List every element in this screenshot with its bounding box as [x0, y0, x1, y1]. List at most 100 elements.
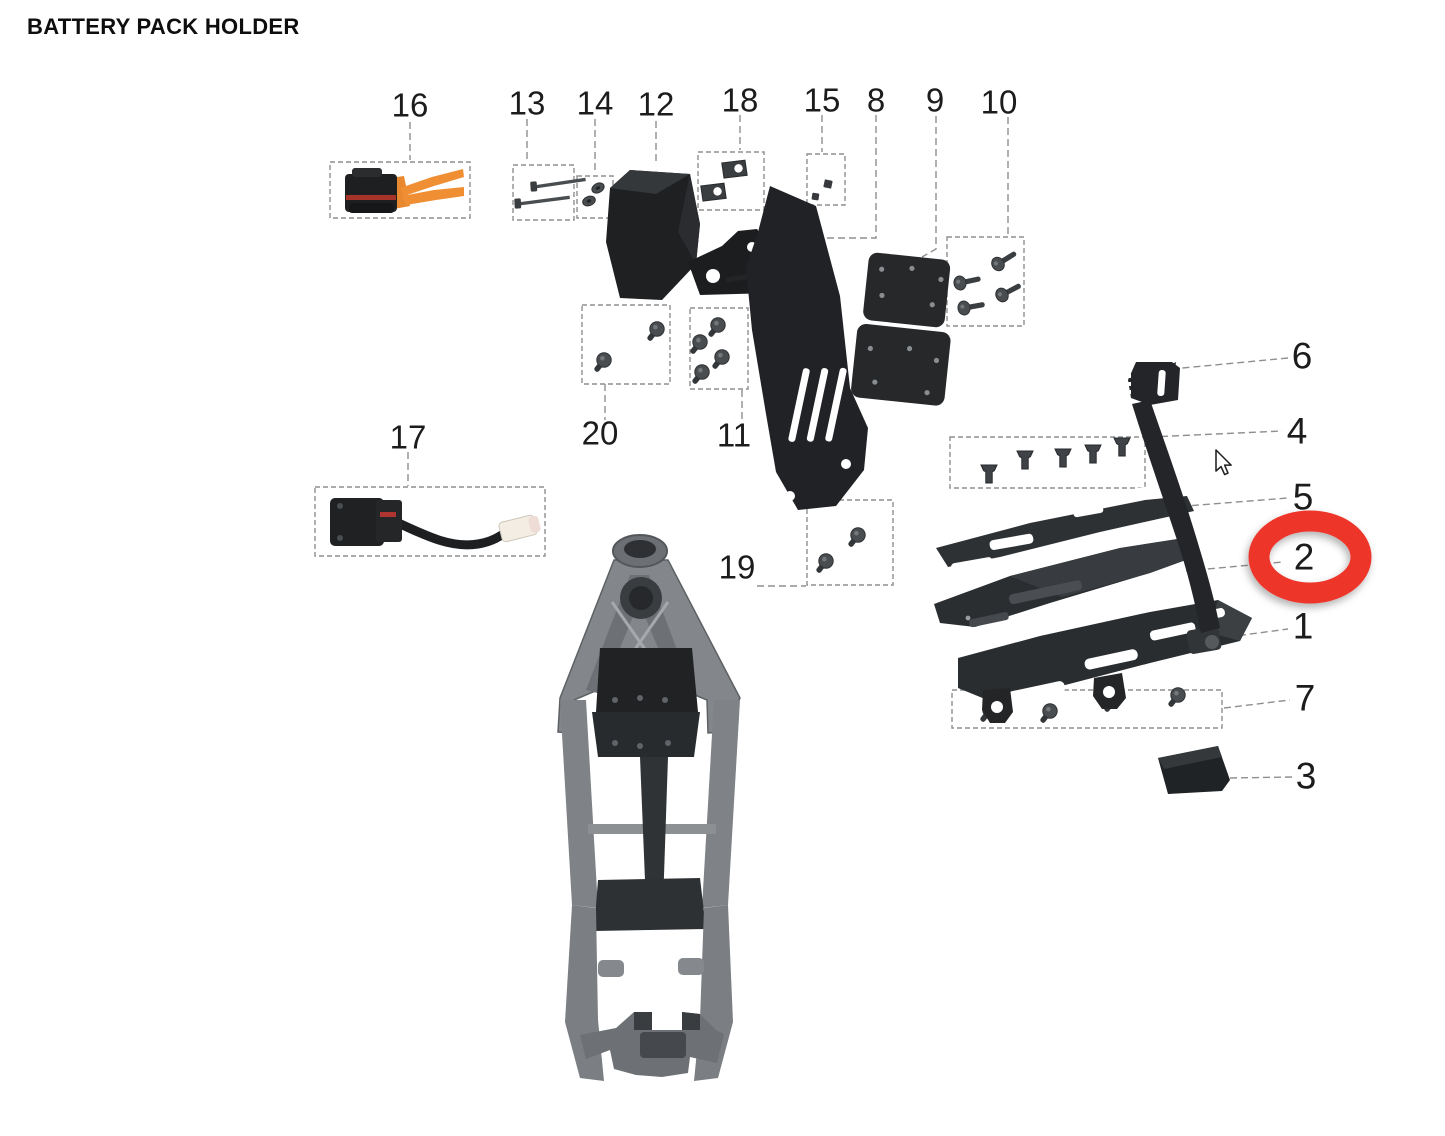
- plate-slots: [950, 484, 1161, 574]
- callout-2: 2: [1294, 537, 1315, 578]
- callout-13: 13: [509, 85, 546, 122]
- screw: [645, 321, 665, 343]
- part-6-retaining-strap: [1124, 362, 1220, 633]
- stub-left: [598, 960, 624, 977]
- callout-6: 6: [1292, 336, 1313, 377]
- part-12-control-box: [606, 170, 700, 300]
- bolt: [952, 271, 983, 292]
- square-nut: [811, 192, 820, 201]
- callout-10: 10: [981, 84, 1018, 121]
- tab-hole: [1103, 686, 1115, 698]
- connector-back: [376, 500, 402, 542]
- leader-7: [1223, 699, 1291, 709]
- white-plug: [498, 514, 541, 543]
- frame: [557, 534, 741, 1081]
- callout-17: 17: [390, 419, 427, 456]
- part-17-charge-lead: [330, 498, 541, 550]
- screw: [706, 317, 726, 339]
- center-strut: [640, 757, 668, 905]
- arm-hole: [706, 269, 720, 283]
- connector-base: [349, 203, 394, 213]
- bracket-hole: [785, 491, 795, 501]
- screw: [690, 364, 710, 386]
- box-10: [946, 236, 1025, 327]
- box-18: [697, 151, 765, 211]
- pivot-pin: [1205, 635, 1219, 649]
- plate-upper: [863, 252, 951, 328]
- small-plate: [699, 181, 728, 203]
- lower-pad: [594, 878, 706, 931]
- bracket-plate: [746, 186, 868, 510]
- callout-5: 5: [1293, 477, 1314, 518]
- frame-rail-left: [560, 700, 598, 908]
- cable: [387, 515, 519, 550]
- callout-18: 18: [722, 82, 759, 119]
- callout-8: 8: [867, 82, 885, 119]
- box-20: [581, 304, 671, 385]
- pan-recess: [969, 580, 1082, 628]
- part-9-hinge-plate: [851, 252, 951, 406]
- leader-1: [1227, 628, 1289, 638]
- page-title: BATTERY PACK HOLDER: [27, 14, 300, 39]
- hardware-items: [512, 158, 1186, 725]
- connector-seal: [346, 195, 396, 200]
- mount-bolts: [612, 695, 671, 749]
- screw: [592, 352, 612, 374]
- screw: [846, 527, 866, 549]
- bolt: [988, 246, 1021, 274]
- box-17: [314, 486, 546, 557]
- strap-teeth: [1124, 366, 1131, 394]
- mouse-cursor: [1215, 449, 1232, 476]
- box-15: [806, 153, 846, 206]
- flat-screw: [1054, 448, 1072, 468]
- flat-screw: [1084, 444, 1102, 464]
- bolt: [956, 296, 987, 317]
- battery-mount-lower: [592, 712, 700, 757]
- part-16-battery-connector: [345, 168, 464, 213]
- steer-boss-bore: [629, 586, 653, 610]
- box-19: [806, 499, 894, 586]
- callout-14: 14: [577, 85, 614, 122]
- strap-head: [1128, 362, 1180, 405]
- part-1-bottom-tray: [958, 600, 1252, 723]
- leader-6: [1171, 357, 1289, 370]
- callout-labels: 16 13 14 12 18 15 8 9 10 17 20 11 19 6 4…: [390, 82, 1317, 797]
- box-body: [606, 170, 700, 300]
- callout-9: 9: [926, 82, 944, 119]
- stub-right: [678, 958, 704, 975]
- highlight-dot: [965, 615, 971, 621]
- box-side-facet: [678, 174, 700, 264]
- brace-slot-right: [682, 1012, 700, 1030]
- part-5-top-plate: [936, 484, 1194, 574]
- bolt-dot: [337, 503, 343, 509]
- leader-8: [818, 115, 877, 239]
- cable-lead-upper: [400, 169, 464, 196]
- washer: [580, 193, 598, 209]
- strap-slot: [1157, 370, 1166, 397]
- cable-lead-lower: [402, 187, 464, 205]
- screw: [1166, 687, 1186, 709]
- part-2-battery-tray-pan: [934, 538, 1194, 628]
- box-4: [949, 436, 1146, 489]
- bolt-dot: [337, 535, 343, 541]
- callout-12: 12: [638, 86, 675, 123]
- callout-19: 19: [719, 549, 756, 586]
- callout-20: 20: [582, 415, 619, 452]
- screw: [710, 349, 730, 371]
- box-14: [576, 175, 614, 219]
- highlight-circle: [1248, 510, 1372, 604]
- callout-7: 7: [1295, 678, 1316, 719]
- brace-center-block: [640, 1032, 686, 1058]
- plate-lower: [851, 323, 951, 406]
- flat-screw: [1113, 437, 1131, 457]
- tab-hole: [991, 701, 1003, 713]
- bracket-slots: [788, 367, 847, 442]
- connector-body: [330, 498, 384, 546]
- washer: [589, 180, 607, 196]
- brace-slot-left: [634, 1012, 652, 1030]
- callout-15: 15: [804, 82, 841, 119]
- callout-1: 1: [1293, 606, 1314, 647]
- square-nut: [823, 179, 833, 189]
